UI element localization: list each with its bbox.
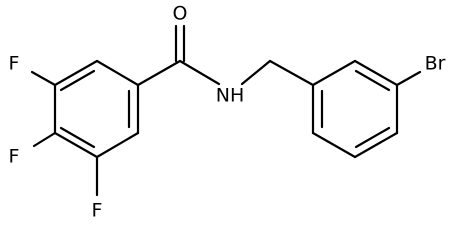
background xyxy=(0,0,455,226)
ring-a-bond-6 xyxy=(53,59,99,87)
bromine-bond xyxy=(395,70,422,87)
oxygen-label: O xyxy=(173,3,188,25)
fluorine-bottom-label: F xyxy=(92,200,103,222)
ring-b-bond-1 xyxy=(311,59,357,87)
ring-a-bond-6-inner xyxy=(59,69,96,92)
ring-b-bond-2-inner xyxy=(354,69,391,92)
chemical-structure: O NH Br F F F xyxy=(0,0,455,226)
ring-a-bond-3 xyxy=(95,131,140,159)
ring-b-bond-2 xyxy=(353,59,399,87)
fluorine-middle-bond xyxy=(32,131,57,148)
methylene-ring-bond xyxy=(268,59,315,87)
amide-carbon-nitrogen-bond xyxy=(178,59,221,86)
nitrogen-hydrogen-label: NH xyxy=(216,85,245,107)
fluorine-top-label: F xyxy=(9,53,20,75)
ring-b-bond-4-inner xyxy=(354,126,391,149)
bromine-label: Br xyxy=(425,53,446,75)
ring-b-bond-4 xyxy=(353,131,399,159)
ring-a-bond-1 xyxy=(95,59,140,87)
ring-a-bond-4-inner xyxy=(59,126,96,149)
ring-a-bond-4 xyxy=(53,131,99,159)
nitrogen-methylene-bond xyxy=(240,59,272,86)
fluorine-top-bond xyxy=(30,70,57,87)
ring-b-bond-5 xyxy=(311,131,357,159)
carbonyl-carbon-bond xyxy=(136,59,182,87)
fluorine-middle-label: F xyxy=(9,146,20,168)
